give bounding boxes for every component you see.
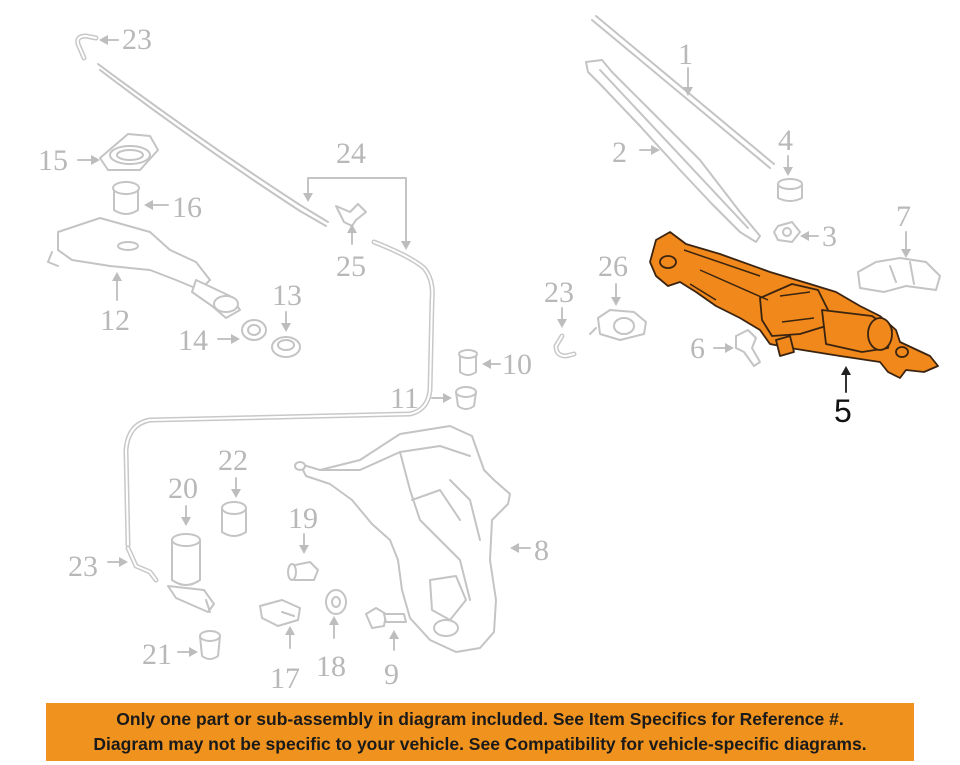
callout-23-top: 23 [122,23,152,56]
part-15-cap [99,133,159,171]
callout-9: 9 [384,658,399,691]
part-26-sensor [589,309,647,341]
callout-5: 5 [834,393,852,429]
callout-24: 24 [336,137,366,170]
callout-10: 10 [502,348,532,381]
part-23-top-elbow [75,33,329,227]
part-5-wiper-linkage-motor [649,231,939,379]
part-21-grommet [199,630,221,660]
callout-14: 14 [178,324,208,357]
part-14-seal [241,319,267,341]
part-6-bolt [735,329,761,367]
part-7-bracket [857,257,941,293]
callout-11: 11 [390,382,419,415]
callout-25: 25 [336,250,366,283]
part-16-grommet [112,181,140,215]
callout-22: 22 [218,444,248,477]
callout-17: 17 [270,662,300,695]
disclaimer-line-2: Diagram may not be specific to your vehi… [93,734,867,754]
part-10-grommet [458,349,478,376]
part-24-hose [123,239,435,548]
callout-4: 4 [778,124,793,157]
callout-21: 21 [142,638,172,671]
callout-19: 19 [288,502,318,535]
part-20-washer-pump [167,533,215,613]
callout-6: 6 [690,332,705,365]
callout-23-mid: 23 [544,276,574,309]
part-11-grommet [455,386,477,410]
part-19-grommet [287,561,319,581]
callout-8: 8 [534,534,549,567]
part-22-grommet [221,501,247,537]
part-23-low-elbow [125,545,159,583]
callout-3: 3 [822,220,837,253]
part-4-cap [777,178,803,202]
part-17-level-sensor [259,599,301,627]
part-8-reservoir [294,425,511,653]
part-12-filler-neck [47,217,241,319]
callout-18: 18 [316,650,346,683]
part-18-seal [325,589,347,615]
callout-26: 26 [598,250,628,283]
callout-1: 1 [678,38,693,71]
callout-7: 7 [896,200,911,233]
callout-12: 12 [100,304,130,337]
part-2-wiper-arm [585,59,761,243]
callout-2: 2 [612,136,627,169]
part-23-mid-elbow [553,333,577,359]
disclaimer-line-1: Only one part or sub-assembly in diagram… [116,709,844,729]
callout-13: 13 [272,279,302,312]
callout-23-low: 23 [68,550,98,583]
parts-diagram: 23 15 16 12 14 13 24 [38,15,941,695]
disclaimer-banner: Only one part or sub-assembly in diagram… [46,703,914,761]
callout-20: 20 [168,472,198,505]
part-3-nut [773,221,801,243]
part-13-seal [271,336,301,358]
part-25-connector [335,203,367,227]
callout-15: 15 [38,144,68,177]
part-9-bolt [365,607,407,629]
callout-16: 16 [172,191,202,224]
